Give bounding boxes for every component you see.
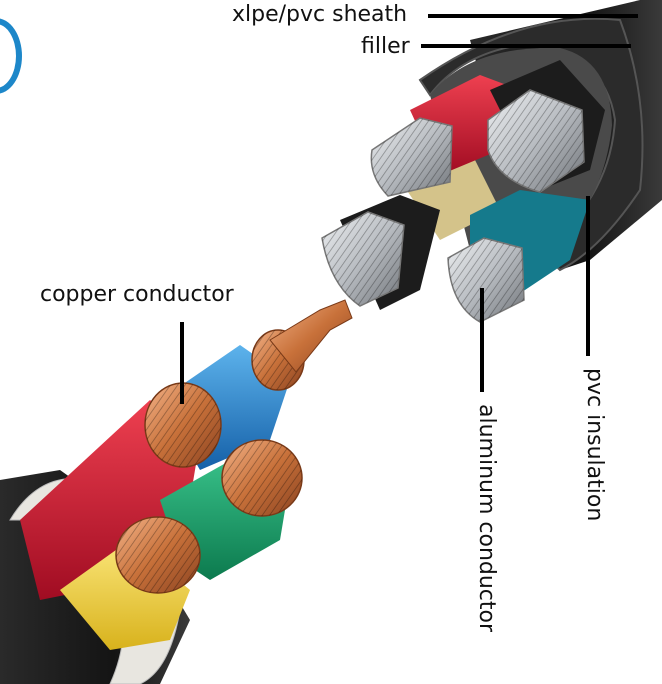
aluminum-leader-line bbox=[480, 288, 484, 392]
filler-leader-line bbox=[421, 44, 631, 48]
aluminum-conductor-label: aluminum conductor bbox=[474, 404, 499, 633]
copper-conductor-label: copper conductor bbox=[40, 282, 234, 307]
sheath-leader-line bbox=[428, 14, 638, 18]
sheath-label: xlpe/pvc sheath bbox=[232, 2, 408, 27]
copper-exposed-tip bbox=[269, 299, 353, 373]
copper-leader-line bbox=[180, 322, 184, 404]
filler-label: filler bbox=[361, 34, 410, 59]
aluminum-cable bbox=[321, 0, 662, 323]
copper-cable bbox=[0, 299, 353, 684]
pvc-leader-line bbox=[586, 196, 590, 356]
pvc-insulation-label: pvc insulation bbox=[582, 368, 607, 522]
